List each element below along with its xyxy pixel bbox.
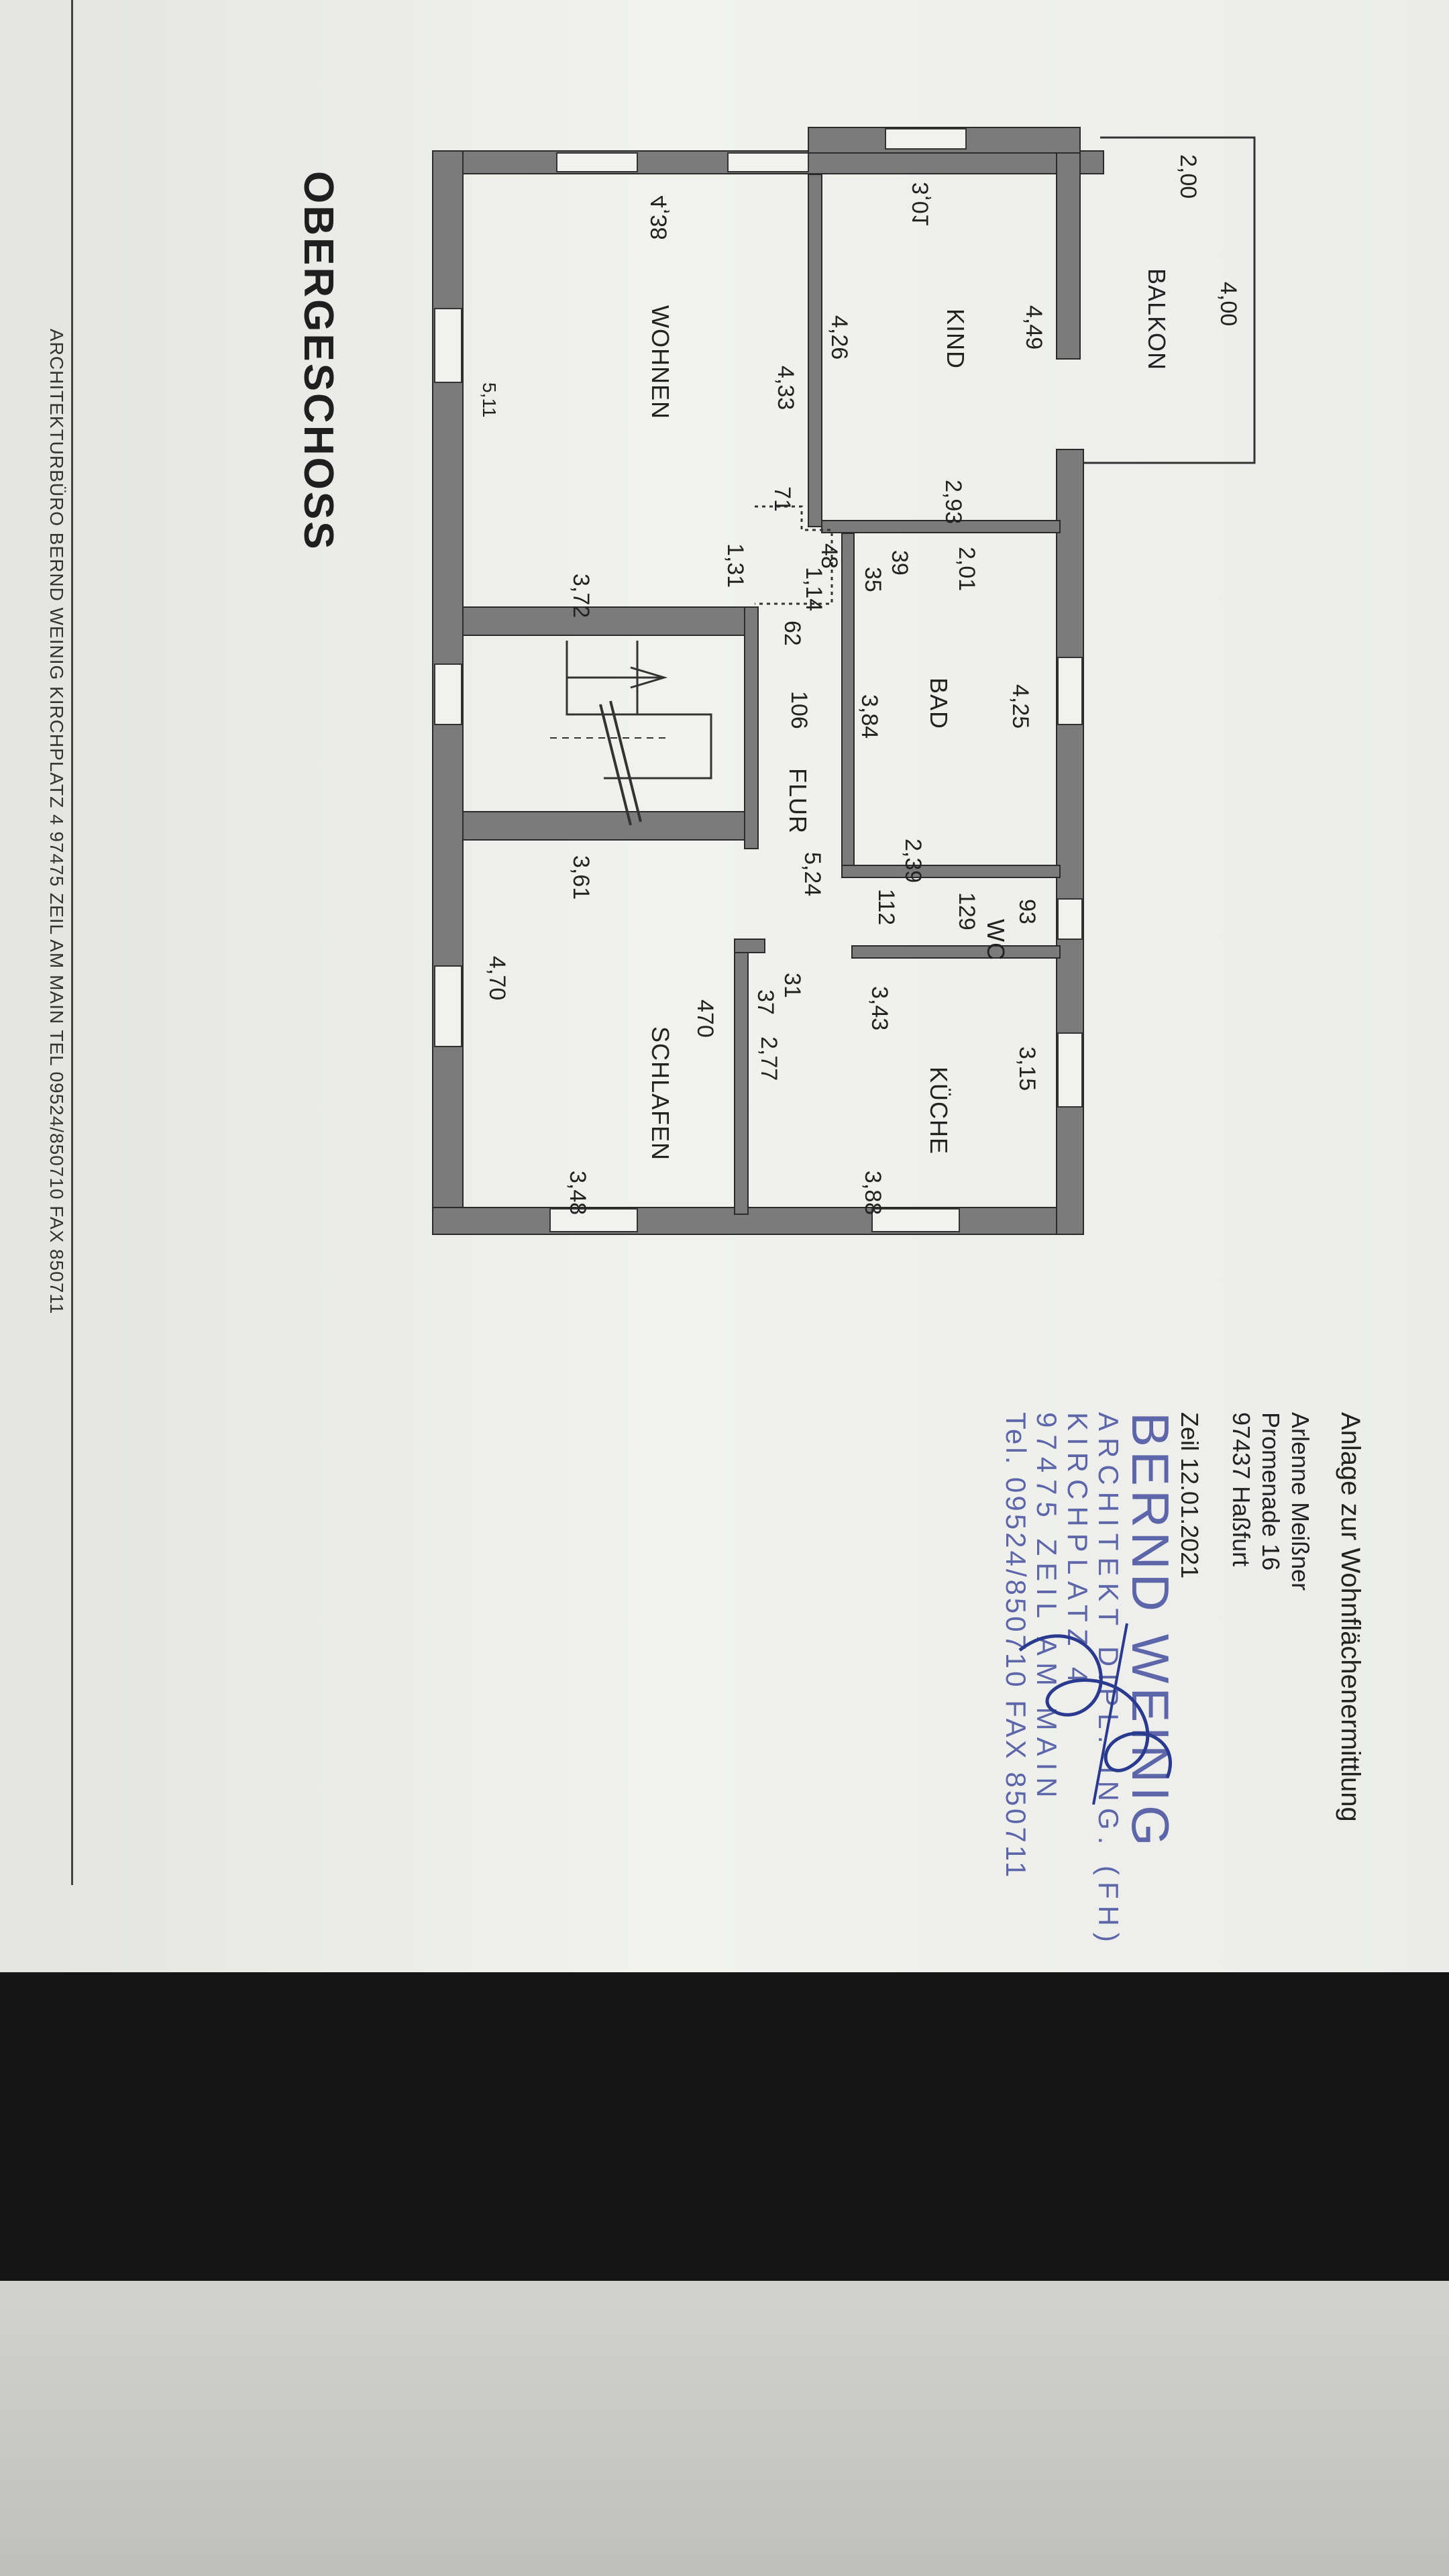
wall-stair-schlafen [462,811,759,841]
floor-plan [432,127,1256,1235]
window-stair-left [434,663,462,725]
wall-wohnen-stair [462,606,752,636]
room-label-bad: BAD [925,678,953,730]
dim-kind-top: 3,01 [908,182,934,226]
dark-background [0,1972,1449,2321]
dim-wohnen-left: 4,33 [773,366,798,411]
window-schlafen-left [434,965,462,1047]
dim-flur-37: 37 [753,989,778,1015]
dim-flur-470: 470 [692,1000,718,1038]
dim-niche-48: 48 [816,543,842,569]
window-kueche-right [1057,1032,1083,1108]
room-label-kueche: KÜCHE [925,1067,953,1155]
dim-niche-71: 71 [769,486,795,512]
window-bad-right [1057,657,1083,725]
wall-flur-stub [734,938,765,953]
dim-kueche-top: 3,43 [867,986,892,1031]
window-wc-right [1057,898,1083,940]
paper-edge [0,2281,1449,2576]
dim-flur-277: 2,77 [756,1036,782,1081]
info-heading: Anlage zur Wohnflächenermittlung [1336,1412,1365,1822]
dim-balkon-depth: 2,00 [1175,154,1201,199]
dim-niche-114: 1,14 [801,567,826,612]
wall-kind-bottom [821,520,1061,533]
dim-bad-39: 39 [887,550,912,576]
client-city: 97437 Haßfurt [1228,1412,1255,1567]
dim-bad-right: 4,25 [1008,684,1033,729]
dim-wohnen-bottom: 3,72 [568,574,594,619]
wall-bad-left [841,533,855,873]
window-wohnen-left [434,308,462,383]
staircase [550,641,712,826]
footer-rule [71,0,73,1885]
client-name: Arlenne Meißner [1287,1412,1314,1591]
wall-schlafen-kueche [734,938,749,1215]
wall-right [1056,449,1084,1235]
dim-niche-62: 62 [780,621,805,646]
dim-schlafen-right: 4,70 [484,956,510,1001]
dim-flur-106: 106 [786,691,812,729]
signature [1018,1623,1173,1805]
dim-flur-len: 5,24 [800,852,825,897]
room-label-schlafen: SCHLAFEN [647,1026,674,1161]
dim-bad-bottom: 2,39 [900,839,926,883]
dim-wohnen-top: 4,38 [647,195,673,239]
window-kind-top [885,128,967,150]
wall-right-upper [1056,127,1081,360]
dim-schlafen-top: 3,61 [568,855,594,900]
room-label-kind: KIND [942,309,969,370]
dim-bad-left: 3,84 [857,694,882,739]
dim-niche-131: 1,31 [722,543,748,588]
dim-wc-129: 129 [954,892,979,930]
wall-stair-flur [744,606,759,849]
room-label-balkon: BALKON [1143,268,1171,371]
wall-kind-wohnen [808,174,822,527]
plan-sheet [0,0,1449,1986]
footer-address: ARCHITEKTURBÜRO BERND WEINIG KIRCHPLATZ … [46,329,67,1315]
dim-kueche-bottom: 3,88 [860,1171,885,1216]
dim-schlafen-bottom: 3,48 [565,1171,590,1216]
window-wohnen-top-2 [727,152,809,172]
client-street: Promenade 16 [1257,1412,1285,1571]
window-schlafen-bottom [549,1208,638,1232]
dim-bad-top: 2,01 [954,547,979,592]
window-wohnen-top-1 [556,152,638,172]
wall-wc-bottom [851,945,1061,959]
window-kueche-bottom [871,1208,960,1232]
dim-wohnen-right: 5,11 [479,382,500,418]
dim-kind-bottom: 2,93 [941,480,966,525]
wall-bad-bottom [841,865,1061,878]
balcony-outline [1073,136,1256,464]
room-label-wohnen: WOHNEN [647,305,674,419]
dim-wohnen-top-text: 4,38 [646,195,672,240]
niche-outline [755,505,833,605]
dim-kind-top-text: 3,01 [908,182,934,227]
client-address: Arlenne Meißner Promenade 16 97437 Haßfu… [1226,1412,1315,1591]
dim-bad-35: 35 [860,567,885,592]
dim-kind-right: 4,26 [826,315,852,360]
room-label-wc: WC [982,919,1010,961]
dim-kueche-right: 3,15 [1014,1046,1040,1091]
dim-wc-93: 93 [1014,899,1040,924]
page-title: OBERGESCHOSS [295,171,341,551]
room-label-flur: FLUR [784,768,812,835]
dim-kind-left: 4,49 [1021,305,1046,350]
wall-bottom [432,1207,1077,1235]
dim-balkon-width: 4,00 [1216,282,1241,327]
dim-flur-112: 112 [873,889,899,926]
dim-flur-31: 31 [780,973,805,998]
